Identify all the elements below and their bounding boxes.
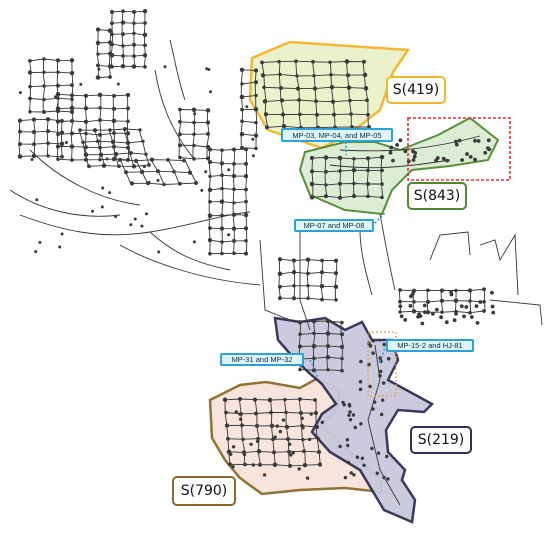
highlight-box-east (407, 117, 511, 181)
network-nodes (17, 8, 496, 482)
highlight-box-south (367, 331, 397, 397)
mp-label-mp31-mp32: MP-31 and MP-32 (220, 353, 304, 366)
mp4-leader (309, 359, 319, 379)
mp2-leader (371, 211, 387, 227)
zone-s419-area (248, 40, 411, 150)
zone-label-s219: S(219) (410, 426, 472, 454)
mp-leader-lines (309, 142, 387, 379)
mp3-leader (379, 344, 387, 363)
zone-label-s843: S(843) (407, 182, 467, 210)
zone-s843-area (298, 116, 500, 216)
mp-label-mp07-mp08: MP-07 and MP-08 (294, 219, 374, 232)
mp-label-mp15-hj81: MP-15-2 and HJ-81 (386, 339, 474, 352)
zone-label-s790: S(790) (172, 476, 236, 506)
zone-label-s419: S(419) (386, 76, 446, 104)
mp-label-mp03-mp04-mp05: MP-03, MP-04, and MP-05 (281, 128, 393, 142)
